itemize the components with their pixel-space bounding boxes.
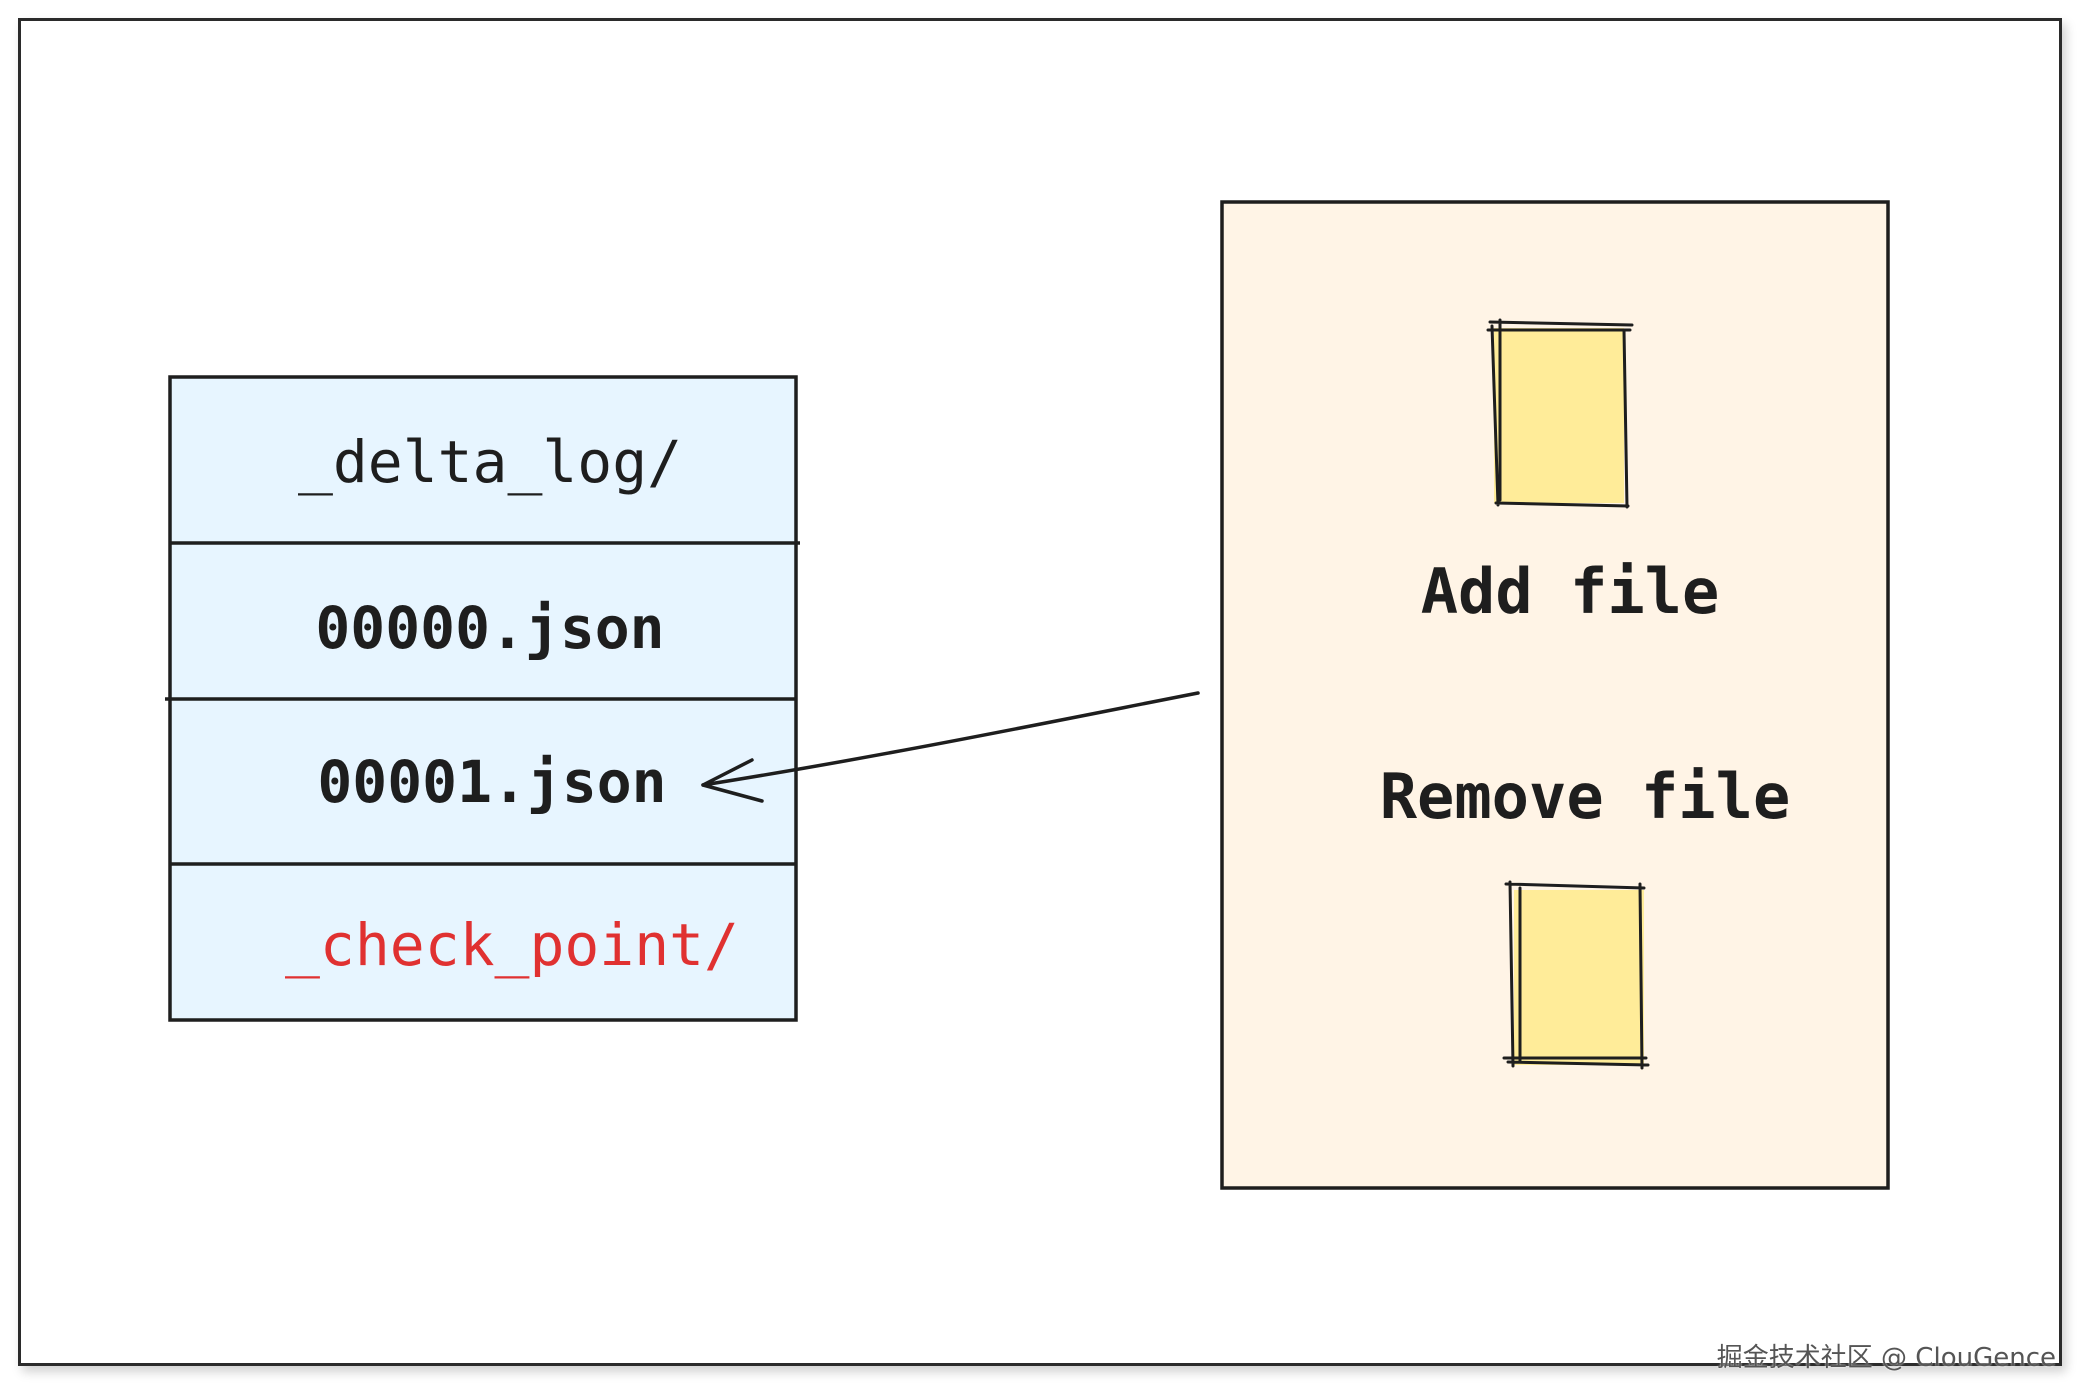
commit-file-panel: Add file Remove file	[1220, 200, 1890, 1190]
remove-file-label: Remove file	[1380, 760, 1791, 833]
log-row-json-1: 00001.json	[317, 748, 666, 816]
log-row-delta-log: _delta_log/	[298, 428, 682, 496]
commit-arrow	[701, 691, 1200, 803]
log-row-check-point: _check_point/	[285, 911, 739, 979]
add-file-icon	[1486, 318, 1634, 509]
log-row-json-0: 00000.json	[315, 594, 664, 662]
delta-log-stack: _delta_log/ 00000.json 00001.json _check…	[165, 375, 800, 1022]
remove-file-icon	[1502, 880, 1650, 1070]
arrow-shaft	[701, 691, 1200, 787]
watermark: 掘金技术社区 @ ClouGence	[1716, 1343, 2056, 1373]
arrow-head	[701, 758, 764, 803]
add-file-label: Add file	[1421, 555, 1720, 628]
